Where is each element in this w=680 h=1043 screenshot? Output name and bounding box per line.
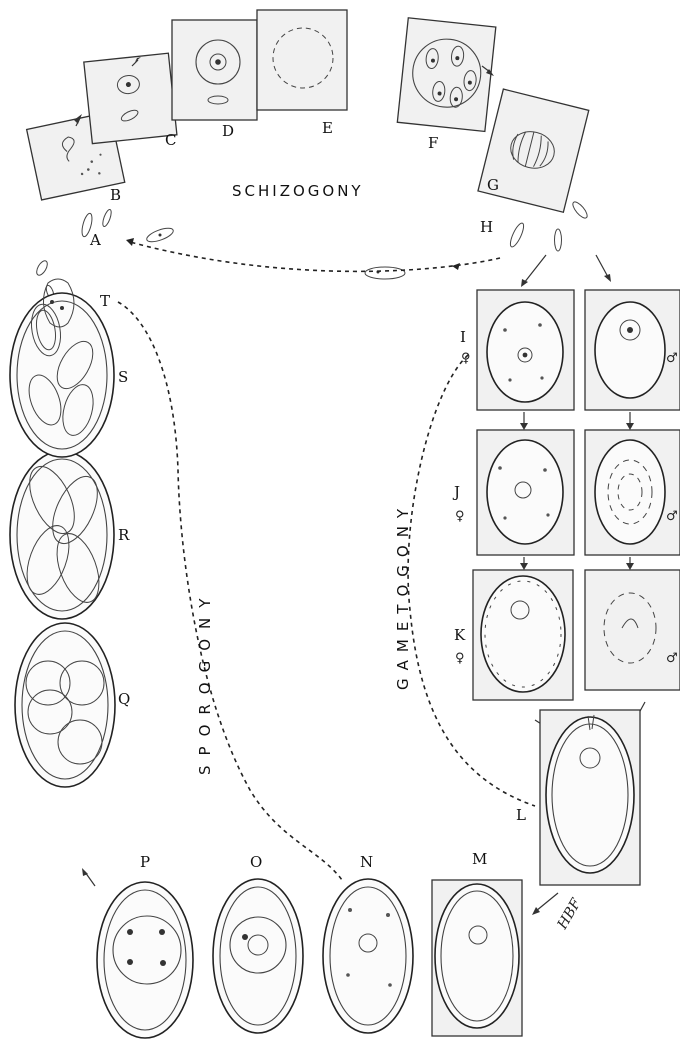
label-g: G <box>487 176 499 194</box>
stage-s-oocyst <box>10 293 114 457</box>
oocyst-stages <box>10 279 522 1038</box>
male-symbol-j: ♂ <box>666 509 678 524</box>
artist-signature: HBF <box>554 895 585 933</box>
stage-k-male-cell <box>585 570 680 690</box>
stage-n-oocyst <box>323 879 413 1033</box>
stage-p-oocyst <box>97 882 193 1038</box>
stage-o-oocyst <box>213 879 303 1033</box>
male-symbol-k: ♂ <box>666 651 678 666</box>
label-f: F <box>428 134 438 152</box>
label-h: H <box>480 218 493 236</box>
label-k: K <box>454 626 466 644</box>
label-n: N <box>360 853 373 871</box>
stage-f-cell <box>397 18 495 132</box>
sporogony-path <box>118 302 342 880</box>
label-b: B <box>110 186 121 204</box>
label-s: S <box>118 368 128 386</box>
female-symbol-k: ♀ <box>455 651 465 666</box>
label-c: C <box>165 131 176 149</box>
label-j: J <box>452 483 460 501</box>
sporogony-label: SPOROGONY <box>196 589 214 775</box>
label-m: M <box>472 850 487 868</box>
stage-d-cell <box>172 20 257 120</box>
label-a: A <box>89 231 101 249</box>
label-d: D <box>222 122 234 140</box>
label-p: P <box>140 853 150 871</box>
female-symbol-j: ♀ <box>455 509 465 524</box>
schizogony-return-path <box>130 242 500 271</box>
female-symbol-i: ♀ <box>461 351 471 366</box>
label-e: E <box>322 119 333 137</box>
schizogony-title: SCHIZOGONY <box>232 182 364 200</box>
stage-r-oocyst <box>10 451 114 619</box>
label-l: L <box>516 806 526 824</box>
merozoites <box>35 200 590 300</box>
label-o: O <box>250 853 262 871</box>
label-q: Q <box>118 690 130 708</box>
gametogony-stages <box>473 290 680 915</box>
label-i: I <box>460 328 466 346</box>
stage-q-oocyst <box>15 623 115 787</box>
stage-c-cell <box>84 53 177 143</box>
male-symbol-i: ♂ <box>666 351 678 366</box>
gametogony-label: GAMETOGONY <box>394 501 412 690</box>
label-r: R <box>118 526 130 544</box>
stage-e-cell <box>257 10 347 110</box>
label-t: T <box>100 292 110 310</box>
